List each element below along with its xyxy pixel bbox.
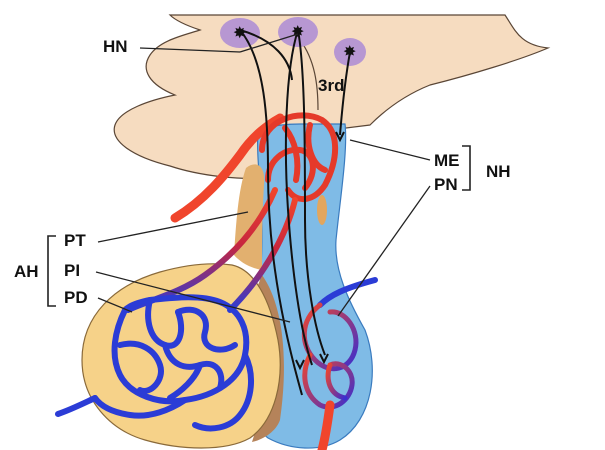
label-me: ME	[434, 151, 460, 170]
label-nh: NH	[486, 162, 511, 181]
median-eminence-lobule	[317, 195, 327, 225]
label-third-ventricle: 3rd	[318, 76, 344, 95]
label-ah: AH	[14, 262, 39, 281]
neuron-cell-body-icon: ✸	[343, 42, 356, 61]
nh-bracket	[462, 146, 470, 190]
label-pi: PI	[64, 261, 80, 280]
ah-bracket	[48, 236, 56, 306]
label-pn: PN	[434, 175, 458, 194]
label-pd: PD	[64, 288, 88, 307]
neuron-cell-body-icon: ✸	[233, 23, 246, 42]
me-leader	[350, 140, 430, 160]
neuron-cell-body-icon: ✸	[291, 22, 304, 41]
label-hn: HN	[103, 37, 128, 56]
pn-leader	[338, 186, 430, 316]
label-pt: PT	[64, 231, 86, 250]
